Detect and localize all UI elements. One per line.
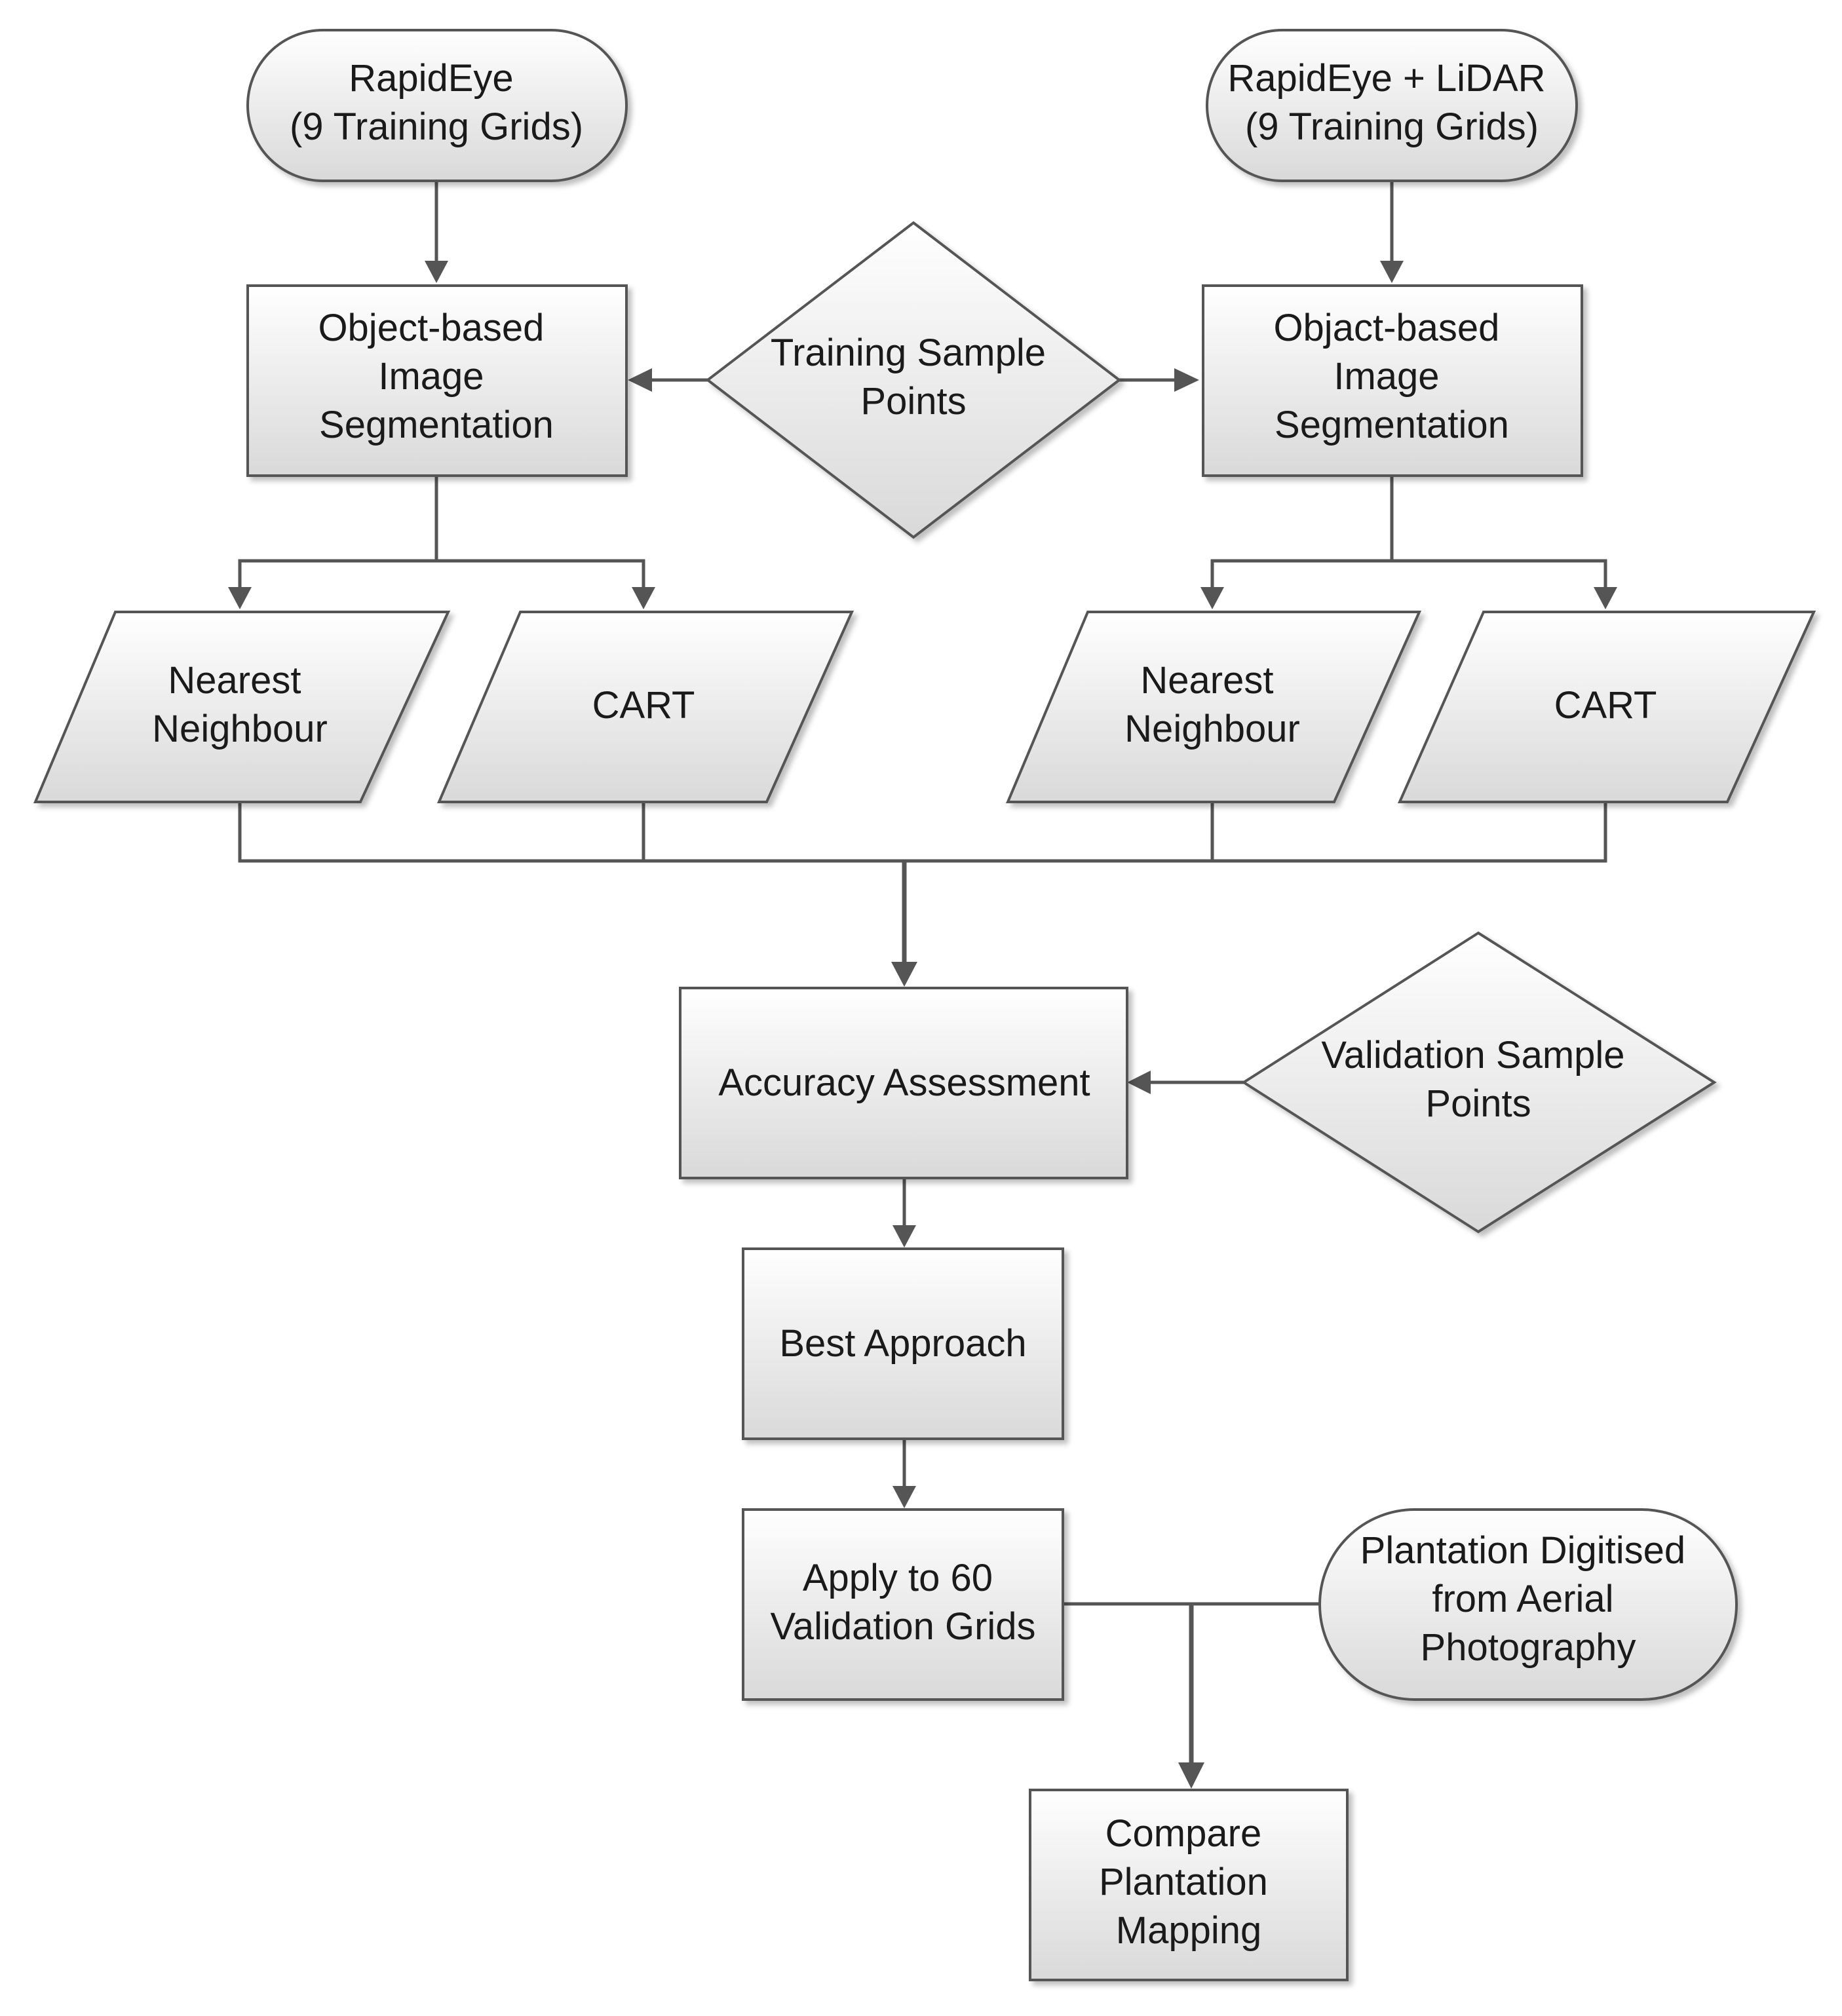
- arrowhead: [892, 1225, 916, 1247]
- label-seg-right: Objact-based Image Segmentation: [1273, 307, 1510, 446]
- arrowhead: [891, 962, 917, 987]
- arrowhead: [892, 1486, 916, 1508]
- label-accuracy: Accuracy Assessment: [718, 1061, 1090, 1104]
- process-seg-left: [246, 284, 628, 477]
- label-training-points: Training Sample Points: [771, 332, 1056, 423]
- data-cart-right: [1397, 611, 1816, 803]
- decision-validation-points: [1241, 931, 1717, 1234]
- connector-seg-left-branch: [238, 559, 645, 594]
- decision-training-points: [705, 221, 1122, 539]
- process-best-approach: [742, 1247, 1064, 1440]
- arrowhead: [1200, 587, 1224, 609]
- label-cart-left: CART: [592, 684, 695, 727]
- arrowhead: [1594, 587, 1617, 609]
- label-rapideye: RapidEye (9 Training Grids): [290, 57, 583, 148]
- label-plantation-digitised: Plantation Digitised from Aerial Photogr…: [1360, 1529, 1697, 1669]
- label-rapideye-lidar: RapidEye + LiDAR (9 Training Grids): [1227, 57, 1556, 148]
- label-best-approach: Best Approach: [779, 1322, 1026, 1365]
- terminator-plantation-digitised: [1318, 1508, 1738, 1701]
- process-seg-right: [1202, 284, 1583, 477]
- terminator-rapideye: [246, 29, 628, 182]
- process-apply-grids: [742, 1508, 1064, 1701]
- label-nn-left: Nearest Neighbour: [152, 659, 328, 750]
- terminator-rapideye-lidar: [1206, 29, 1578, 182]
- process-compare: [1029, 1789, 1349, 1981]
- connector-seg-right-branch: [1210, 559, 1607, 594]
- label-validation-points: Validation Sample Points: [1321, 1034, 1635, 1125]
- shapes: [33, 29, 1816, 1981]
- arrowhead: [1174, 368, 1199, 392]
- data-cart-left: [436, 611, 854, 803]
- arrowhead: [1380, 261, 1404, 283]
- label-nn-right: Nearest Neighbour: [1124, 659, 1300, 750]
- label-cart-right: CART: [1554, 684, 1657, 727]
- data-nn-right: [1005, 611, 1422, 803]
- labels: RapidEye (9 Training Grids) RapidEye + L…: [152, 57, 1697, 1952]
- arrowhead: [1178, 1762, 1204, 1789]
- data-nn-left: [33, 611, 451, 803]
- arrowhead: [632, 587, 655, 609]
- connector-classifiers-merge: [238, 802, 1607, 863]
- arrowhead: [628, 368, 652, 392]
- process-accuracy: [679, 987, 1128, 1179]
- arrowhead: [1127, 1071, 1151, 1094]
- label-compare: Compare Plantation Mapping: [1099, 1812, 1278, 1952]
- connectors: [228, 181, 1617, 1789]
- label-apply-grids: Apply to 60 Validation Grids: [770, 1557, 1035, 1648]
- arrowhead: [228, 587, 252, 609]
- label-seg-left: Object-based Image Segmentation: [318, 307, 554, 446]
- arrowhead: [425, 261, 448, 283]
